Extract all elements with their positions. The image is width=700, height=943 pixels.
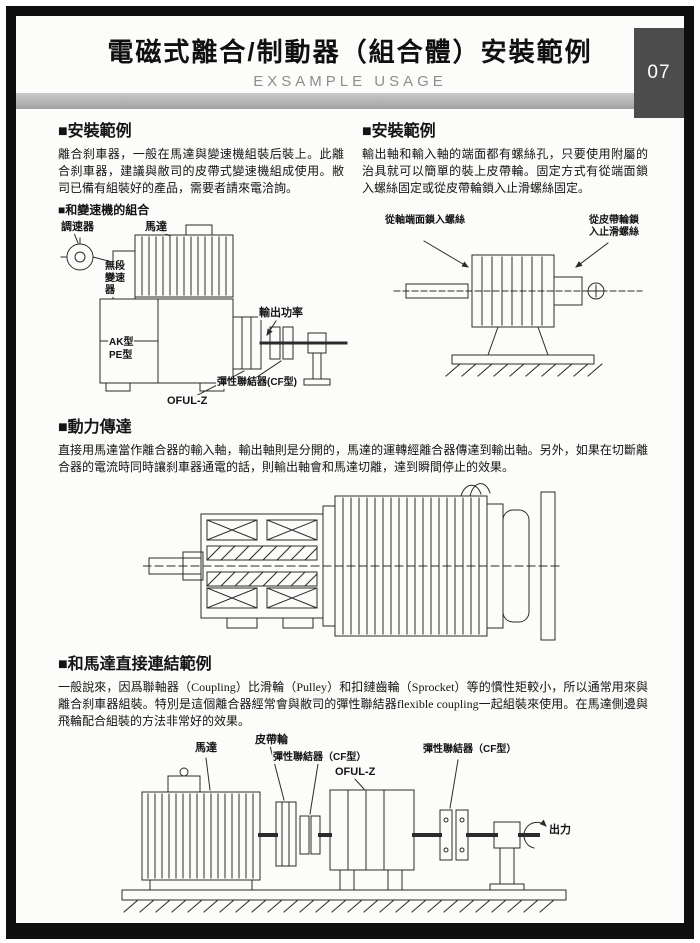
pulley-diagram-drawing xyxy=(393,240,643,377)
label-pe-type: PE型 xyxy=(108,350,134,363)
label-belt-pulley: 皮帶輪 xyxy=(254,734,289,748)
power-heading: ■動力傳達 xyxy=(58,419,132,437)
gearbox-combination-diagram: 調速器 馬達 無段變速器 AK型 PE型 輸出功率 OFUL-Z 彈性聯結器(C… xyxy=(58,221,368,409)
label-oful-z-bottom: OFUL-Z xyxy=(334,766,377,780)
gearbox-combination-block: ■和變速機的組合 xyxy=(58,199,368,409)
install-right-body: 輸出軸和輸入軸的端面都有螺絲孔，只要使用附屬的治具就可以簡單的裝上皮帶輪。固定方… xyxy=(362,147,648,196)
install-left-heading: ■安裝範例 xyxy=(58,123,132,140)
header: 電磁式離合/制動器（組合體）安裝範例 EXSAMPLE USAGE xyxy=(16,16,684,109)
install-right-heading: ■安裝範例 xyxy=(362,123,436,140)
pulley-mounting-block: 從軸端面鎖入螺絲 從皮帶輪鎖入止滑螺絲 xyxy=(382,199,654,409)
header-divider xyxy=(16,93,684,109)
power-diagram-drawing xyxy=(143,483,560,641)
page-title: 電磁式離合/制動器（組合體）安裝範例 xyxy=(107,37,593,67)
label-end-face-screw: 從軸端面鎖入螺絲 xyxy=(384,215,466,228)
section-install-right: ■安裝範例 輸出軸和輸入軸的端面都有螺絲孔，只要使用附屬的治具就可以簡單的裝上皮… xyxy=(362,117,648,197)
label-output-power: 輸出功率 xyxy=(258,307,304,321)
pulley-mounting-diagram: 從軸端面鎖入螺絲 從皮帶輪鎖入止滑螺絲 xyxy=(382,215,654,377)
direct-connection-diagram: 馬達 皮帶輪 彈性聯結器（CF型） OFUL-Z 彈性聯結器（CF型） 出力 xyxy=(110,734,580,914)
page-number-tab: 07 xyxy=(634,28,684,118)
direct-diagram-drawing xyxy=(121,745,567,913)
label-elastic-coupling: 彈性聯結器(CF型) xyxy=(216,377,298,390)
direct-heading: ■和馬達直接連結範例 xyxy=(58,656,212,674)
section-direct-connection: ■和馬達直接連結範例 一般說來，因爲聯軸器（Coupling）比滑輪（Pulle… xyxy=(58,650,648,914)
combo-heading: ■和變速機的組合 xyxy=(58,203,150,218)
label-oful-z: OFUL-Z xyxy=(166,395,209,409)
content: ■安裝範例 離合刹車器，一般在馬達與變速機組裝后裝上。此離合刹車器，建議與敝司的… xyxy=(16,109,684,914)
label-pulley-set-screw: 從皮帶輪鎖入止滑螺絲 xyxy=(588,215,648,240)
gearbox-diagram-drawing xyxy=(60,224,348,398)
page-subtitle: EXSAMPLE USAGE xyxy=(253,73,447,90)
label-output: 出力 xyxy=(548,824,572,838)
label-coupling-1: 彈性聯結器（CF型） xyxy=(272,752,368,765)
intro-columns: ■安裝範例 離合刹車器，一般在馬達與變速機組裝后裝上。此離合刹車器，建議與敝司的… xyxy=(58,117,648,197)
page-frame: 07 電磁式離合/制動器（組合體）安裝範例 EXSAMPLE USAGE ■安裝… xyxy=(6,6,694,939)
section-power-transmission: ■動力傳達 直接用馬達當作離合器的輸入軸，輸出軸則是分開的，馬達的運轉經離合器傳… xyxy=(58,413,648,644)
label-stepless-variator: 無段變速器 xyxy=(104,261,132,298)
install-left-body: 離合刹車器，一般在馬達與變速機組裝后裝上。此離合刹車器，建議與敝司的皮帶式變速機… xyxy=(58,147,344,196)
power-transmission-diagram xyxy=(143,480,563,644)
direct-body: 一般說來，因爲聯軸器（Coupling）比滑輪（Pulley）和扣鏈齒輪（Spr… xyxy=(58,680,648,729)
label-motor-bottom: 馬達 xyxy=(194,742,218,756)
power-body: 直接用馬達當作離合器的輸入軸，輸出軸則是分開的，馬達的運轉經離合器傳達到輸出軸。… xyxy=(58,443,648,475)
top-diagrams-row: ■和變速機的組合 xyxy=(58,199,648,409)
label-ak-type: AK型 xyxy=(108,337,135,350)
label-speed-dial: 調速器 xyxy=(60,221,95,235)
section-install-left: ■安裝範例 離合刹車器，一般在馬達與變速機組裝后裝上。此離合刹車器，建議與敝司的… xyxy=(58,117,344,197)
label-coupling-2: 彈性聯結器（CF型） xyxy=(422,744,518,757)
label-motor: 馬達 xyxy=(144,221,168,235)
page-number: 07 xyxy=(647,62,671,83)
